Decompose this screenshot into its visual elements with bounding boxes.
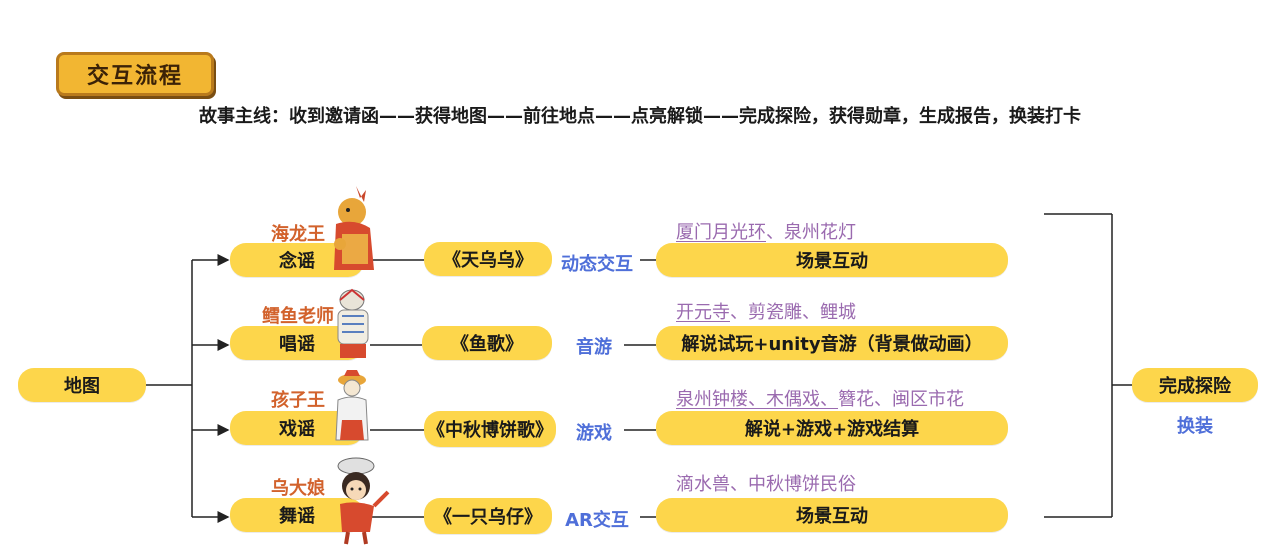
character-name-1: 海龙王 (271, 224, 325, 245)
child-king-icon (335, 370, 369, 441)
dragon-king-icon (334, 186, 374, 270)
bird-auntie-icon (337, 457, 390, 545)
character-name-3: 孩子王 (271, 390, 325, 411)
song-label-1: 《天乌乌》 (443, 250, 533, 271)
places-underlined-1: 厦门月光环 (676, 222, 766, 243)
rhyme-label-2: 唱谣 (279, 334, 315, 355)
song-node-3: 《中秋博饼歌》 (424, 411, 556, 447)
activity-node-4: 场景互动 (656, 498, 1008, 532)
places-rest-1: 、泉州花灯 (766, 222, 856, 243)
fish-teacher-icon (337, 288, 369, 358)
root-node-map: 地图 (18, 368, 146, 402)
activity-node-3: 解说+游戏+游戏结算 (656, 411, 1008, 445)
activity-label-2: 解说试玩+unity音游（背景做动画） (681, 334, 983, 355)
character-name-2: 鳕鱼老师 (262, 306, 334, 327)
places-4: 滴水兽、中秋博饼民俗 (676, 470, 856, 496)
places-rest-4: 滴水兽、中秋博饼民俗 (676, 474, 856, 495)
badge-label: 交互流程 (86, 63, 183, 89)
song-node-1: 《天乌乌》 (424, 242, 552, 276)
flow-title-badge: 交互流程 (56, 52, 214, 96)
places-rest-3: 簪花、闽区市花 (838, 389, 964, 410)
places-3: 泉州钟楼、木偶戏、簪花、闽区市花 (676, 385, 964, 411)
activity-label-3: 解说+游戏+游戏结算 (744, 419, 920, 440)
places-1: 厦门月光环、泉州花灯 (676, 218, 856, 244)
places-underlined-2: 开元寺 (676, 302, 730, 323)
song-label-3: 《中秋博饼歌》 (427, 420, 553, 441)
rhyme-label-3: 戏谣 (279, 419, 315, 440)
rhyme-label-1: 念谣 (279, 251, 315, 272)
activity-node-2: 解说试玩+unity音游（背景做动画） (656, 326, 1008, 360)
song-node-4: 《一只乌仔》 (424, 498, 552, 534)
end-label: 完成探险 (1159, 376, 1231, 397)
song-node-2: 《鱼歌》 (422, 326, 552, 360)
places-underlined-3: 泉州钟楼、木偶戏、 (676, 389, 838, 410)
places-rest-2: 、剪瓷雕、鲤城 (730, 302, 856, 323)
mode-label-3: 游戏 (576, 423, 612, 444)
root-label: 地图 (64, 376, 100, 397)
activity-label-4: 场景互动 (796, 506, 868, 527)
song-label-2: 《鱼歌》 (451, 334, 523, 355)
places-2: 开元寺、剪瓷雕、鲤城 (676, 298, 856, 324)
mode-label-4: AR交互 (565, 510, 629, 531)
song-label-4: 《一只乌仔》 (434, 507, 542, 528)
end-node-complete: 完成探险 (1132, 368, 1258, 402)
mode-label-2: 音游 (576, 337, 612, 358)
storyline-text: 故事主线：收到邀请函——获得地图——前往地点——点亮解锁——完成探险，获得勋章，… (199, 106, 1081, 127)
character-name-4: 乌大娘 (271, 478, 325, 499)
rhyme-label-4: 舞谣 (279, 506, 315, 527)
activity-node-1: 场景互动 (656, 243, 1008, 277)
mode-label-1: 动态交互 (561, 254, 633, 275)
end-sub-label: 换装 (1177, 416, 1213, 437)
activity-label-1: 场景互动 (796, 251, 868, 272)
